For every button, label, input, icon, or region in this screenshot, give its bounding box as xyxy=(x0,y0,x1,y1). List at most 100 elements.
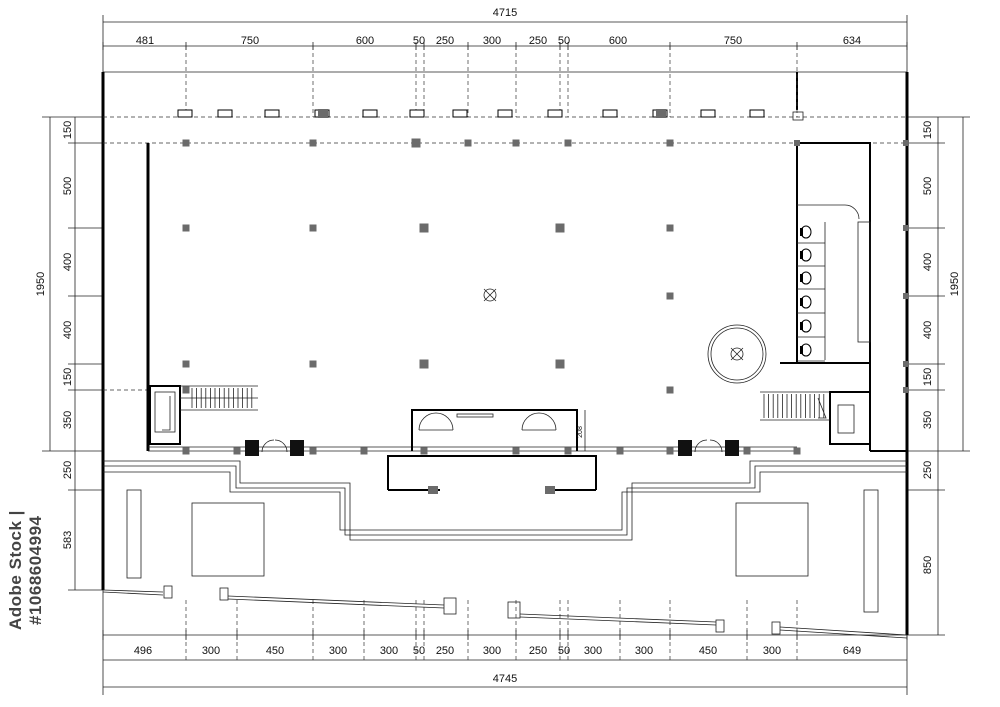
skylight xyxy=(177,109,193,118)
column xyxy=(793,447,801,455)
column xyxy=(464,139,472,147)
right-dim-3: 400 xyxy=(922,253,934,271)
right-dim-8: 850 xyxy=(922,556,934,574)
column xyxy=(419,359,429,369)
bottom-dim-3: 450 xyxy=(266,645,284,657)
bottom-dim-10: 50 xyxy=(558,645,570,657)
left-dim-7: 250 xyxy=(62,461,74,479)
skylight xyxy=(452,109,468,118)
column xyxy=(309,224,317,232)
left-staircase xyxy=(149,385,258,445)
column xyxy=(512,447,520,455)
column xyxy=(182,360,190,368)
top-dim-2: 750 xyxy=(241,35,259,47)
column xyxy=(360,447,368,455)
bottom-dim-12: 300 xyxy=(635,645,653,657)
stock-watermark-label: Adobe Stock | #1068604994 xyxy=(6,510,45,630)
column xyxy=(182,139,190,147)
top-dim-10: 750 xyxy=(724,35,742,47)
left-dim-8: 583 xyxy=(62,531,74,549)
column xyxy=(743,447,751,455)
column xyxy=(309,360,317,368)
toilet-block xyxy=(797,204,871,362)
toilet-tank xyxy=(800,274,803,282)
bottom-total-dimension: 4745 xyxy=(493,673,517,685)
bottom-dim-7: 250 xyxy=(436,645,454,657)
bottom-kerb xyxy=(102,585,908,639)
left-side-door xyxy=(245,439,304,456)
top-total-dimension: 4715 xyxy=(493,7,517,19)
skylight-column xyxy=(318,109,328,118)
column xyxy=(419,223,429,233)
right-dim-7: 250 xyxy=(922,461,934,479)
column-grid xyxy=(182,138,909,455)
column xyxy=(555,359,565,369)
skylight xyxy=(362,109,378,118)
left-dim-6: 350 xyxy=(62,411,74,429)
left-total-dimension: 1950 xyxy=(35,272,47,296)
right-dim-2: 500 xyxy=(922,177,934,195)
bottom-dim-13: 450 xyxy=(699,645,717,657)
column xyxy=(182,386,190,394)
skylight xyxy=(264,109,280,118)
left-dim-3: 400 xyxy=(62,253,74,271)
column xyxy=(903,387,909,393)
top-dim-4: 50 xyxy=(413,35,425,47)
bottom-dim-14: 300 xyxy=(763,645,781,657)
top-dim-9: 600 xyxy=(609,35,627,47)
skylight-strip xyxy=(177,109,765,118)
column xyxy=(182,224,190,232)
top-dim-11: 634 xyxy=(843,35,861,47)
left-dim-1: 150 xyxy=(62,121,74,139)
skylight-column xyxy=(656,109,666,118)
bottom-dim-15: 649 xyxy=(843,645,861,657)
skylight xyxy=(409,109,425,118)
left-dim-2: 500 xyxy=(62,177,74,195)
bottom-dim-5: 300 xyxy=(380,645,398,657)
column xyxy=(555,223,565,233)
building-outline xyxy=(101,72,909,635)
right-dim-1: 150 xyxy=(922,121,934,139)
column xyxy=(903,225,909,231)
right-side-door xyxy=(678,439,739,456)
right-dim-4: 400 xyxy=(922,321,934,339)
skylight xyxy=(749,109,765,118)
top-dimension-chain: 4715 481 750 600 50 250 300 250 50 600 7… xyxy=(102,7,908,80)
bottom-dim-11: 300 xyxy=(584,645,602,657)
column xyxy=(666,386,674,394)
column xyxy=(411,138,421,148)
stair-arrow xyxy=(817,397,827,419)
grid-lines xyxy=(185,46,798,660)
column xyxy=(616,447,624,455)
right-dimension-chain: 1950 150 500 400 400 150 350 250 850 xyxy=(907,116,970,636)
top-dim-7: 250 xyxy=(529,35,547,47)
left-dimension-chain: 1950 150 500 400 400 150 350 250 583 xyxy=(35,116,103,591)
left-dim-4: 400 xyxy=(62,321,74,339)
column xyxy=(666,224,674,232)
toilet-tank xyxy=(800,251,803,259)
column xyxy=(420,447,428,455)
toilet-tank xyxy=(800,346,803,354)
column xyxy=(233,447,241,455)
column xyxy=(666,139,674,147)
column xyxy=(309,447,317,455)
bottom-dim-6: 50 xyxy=(413,645,425,657)
bottom-dimension-chain: 496 300 450 300 300 50 250 300 250 50 30… xyxy=(102,590,908,695)
service-door-marker xyxy=(792,111,804,121)
top-dim-3: 600 xyxy=(356,35,374,47)
right-staircase xyxy=(760,391,871,445)
toilet-tank xyxy=(800,298,803,306)
bottom-dim-4: 300 xyxy=(329,645,347,657)
top-dim-5: 250 xyxy=(436,35,454,47)
front-terrace xyxy=(103,450,907,613)
column xyxy=(309,139,317,147)
bottom-dim-2: 300 xyxy=(202,645,220,657)
bottom-dim-9: 250 xyxy=(529,645,547,657)
column xyxy=(903,293,909,299)
bottom-dim-1: 496 xyxy=(134,645,152,657)
top-dim-1: 481 xyxy=(136,35,154,47)
skylight xyxy=(547,109,563,118)
column xyxy=(903,361,909,367)
toilet-tank xyxy=(800,228,803,236)
